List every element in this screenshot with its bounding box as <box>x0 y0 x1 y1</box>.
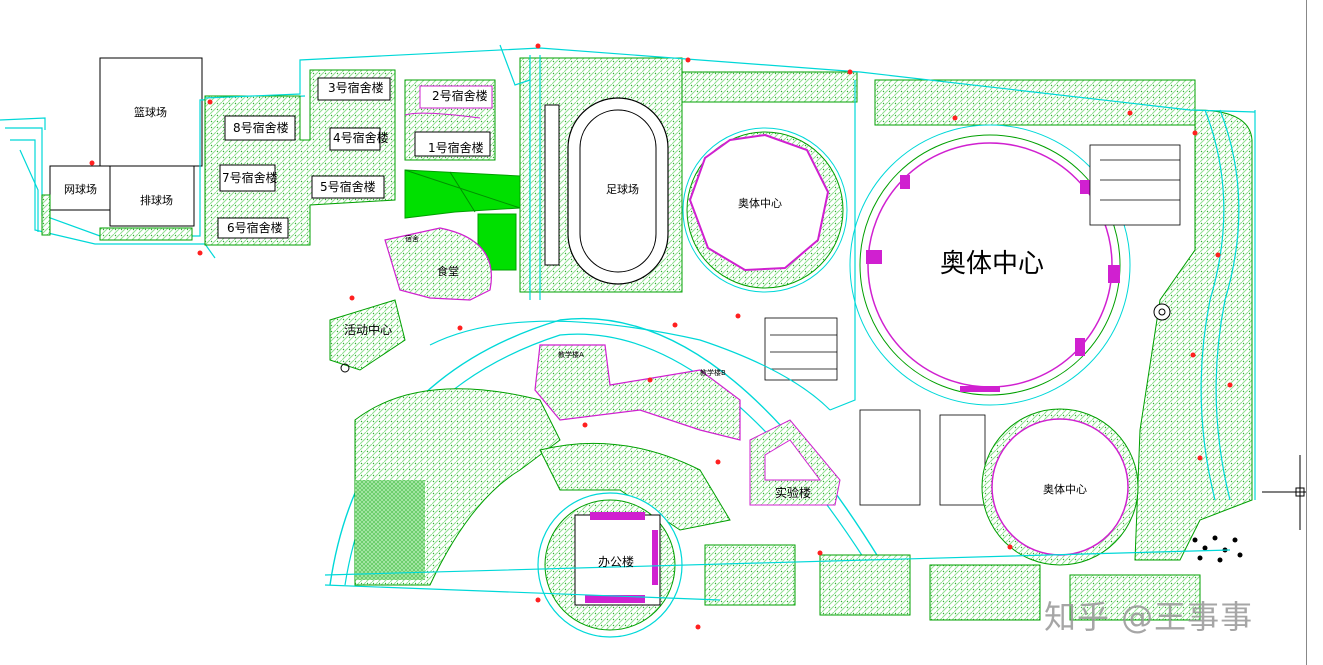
basketball-label: 篮球场 <box>134 106 167 119</box>
dorm-complex <box>204 69 496 246</box>
canteen-label: 食堂 <box>437 265 459 278</box>
football-field-label: 足球场 <box>606 183 639 196</box>
roundabout-icon <box>1153 303 1171 321</box>
dorm6-label: 6号宿舍楼 <box>227 221 283 235</box>
teaching-label-b: 教学楼B <box>700 369 726 377</box>
viewport-scroll-edge[interactable] <box>1306 0 1323 665</box>
sports-center-lower <box>981 408 1139 566</box>
sports-center-lower-label: 奥体中心 <box>1043 483 1087 496</box>
dorm4-label: 4号宿舍楼 <box>333 131 389 145</box>
tennis-label: 网球场 <box>64 183 97 196</box>
lab-block <box>749 419 841 506</box>
watermark: 知乎 @王事事 <box>1044 598 1254 636</box>
sports-center-large-label: 奥体中心 <box>940 249 1045 279</box>
dorm7-label: 7号宿舍楼 <box>222 171 278 185</box>
dorm8-label: 8号宿舍楼 <box>233 121 289 135</box>
canteen-block <box>329 227 492 373</box>
activity-center-label: 活动中心 <box>344 323 393 337</box>
football-field <box>519 57 683 293</box>
teaching-label-a: 教学楼A <box>558 351 584 359</box>
dorm3-label: 3号宿舍楼 <box>328 81 384 95</box>
dorm1-label: 1号宿舍楼 <box>428 141 484 155</box>
dorm2-label: 2号宿舍楼 <box>432 89 488 103</box>
dorm5-label: 5号宿舍楼 <box>320 180 376 194</box>
sports-center-large <box>849 79 1196 406</box>
office-label: 办公楼 <box>598 555 635 569</box>
sports-center-small-label: 奥体中心 <box>738 197 782 210</box>
sports-center-small <box>681 71 858 293</box>
lab-label: 实验楼 <box>775 486 812 500</box>
west-courts <box>49 57 203 227</box>
small-label: 宿舍 <box>405 235 419 243</box>
volleyball-court <box>109 165 195 227</box>
volleyball-label: 排球场 <box>140 194 173 207</box>
